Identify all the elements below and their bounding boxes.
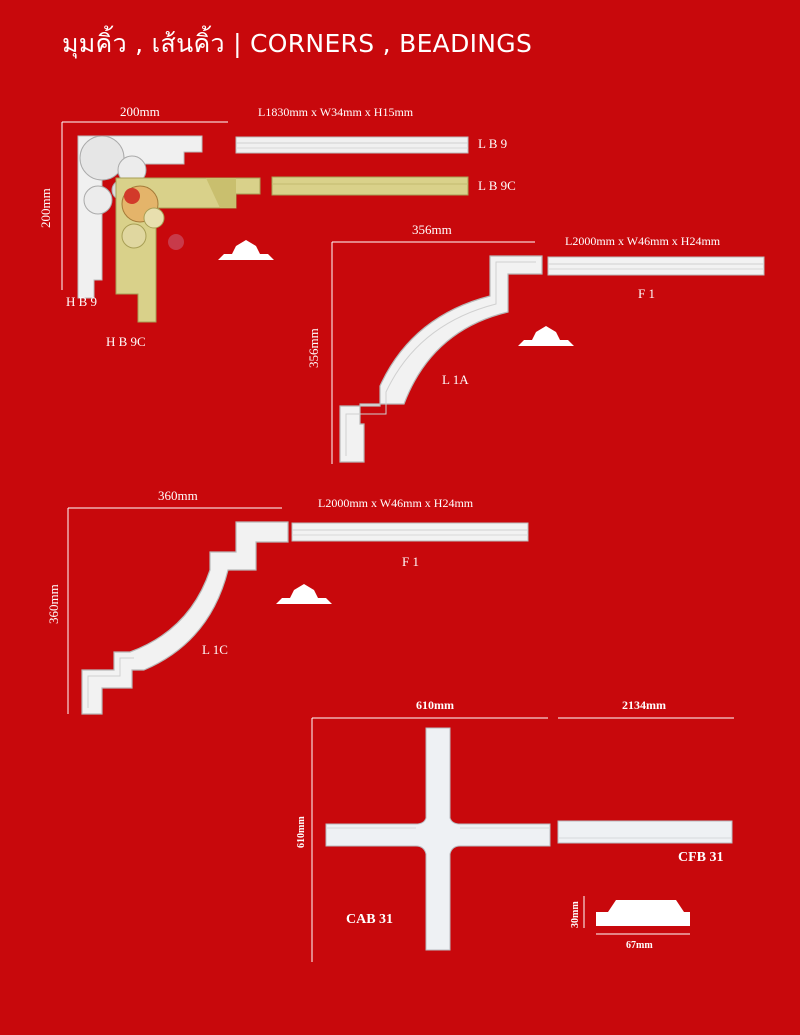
hb9-corner-gold: [115, 177, 261, 323]
lb9c-label: L B 9C: [478, 178, 516, 193]
hb9-dims-label: L1830mm x W34mm x H15mm: [258, 105, 414, 119]
cfb31-profile-width-label: 67mm: [626, 940, 653, 951]
l1a-bead: [547, 256, 765, 276]
l1a-bead-label: F 1: [638, 286, 655, 301]
l1c-bead-label: F 1: [402, 554, 419, 569]
hb9-bead-white: [235, 136, 469, 154]
cfb31-bead: [557, 820, 733, 844]
hb9-corner-white: [77, 135, 203, 299]
l1c-profile-icon: [276, 584, 332, 604]
cfb31-length-label: 2134mm: [622, 698, 666, 712]
l1c-dims-label: L2000mm x W46mm x H24mm: [318, 496, 474, 510]
l1a-profile-icon: [518, 326, 574, 346]
l1c-corner: [81, 521, 289, 715]
cab31-width-label: 610mm: [416, 698, 454, 712]
l1c-bead: [291, 522, 529, 542]
hb9c-label: H B 9C: [106, 334, 146, 349]
hb9-profile-icon: [218, 240, 274, 260]
hb9-label: H B 9: [66, 294, 98, 309]
cab31-cross: [325, 727, 551, 951]
l1a-width-label: 356mm: [412, 222, 452, 237]
cfb31-profile: [596, 900, 690, 926]
hb9-bead-gold: [271, 176, 469, 196]
cab31-label: CAB 31: [346, 912, 394, 927]
lb9-label: L B 9: [478, 136, 508, 151]
page-title: มุมคิ้ว , เส้นคิ้ว | CORNERS , BEADINGS: [62, 29, 533, 58]
l1c-width-label: 360mm: [158, 488, 198, 503]
l1c-label: L 1C: [202, 642, 228, 657]
l1a-dims-label: L2000mm x W46mm x H24mm: [565, 234, 721, 248]
cfb31-profile-height-label: 30mm: [570, 901, 581, 928]
hb9-width-label: 200mm: [120, 104, 160, 119]
l1a-label: L 1A: [442, 372, 469, 387]
cfb31-label: CFB 31: [678, 850, 724, 865]
l1a-corner: [339, 255, 543, 463]
